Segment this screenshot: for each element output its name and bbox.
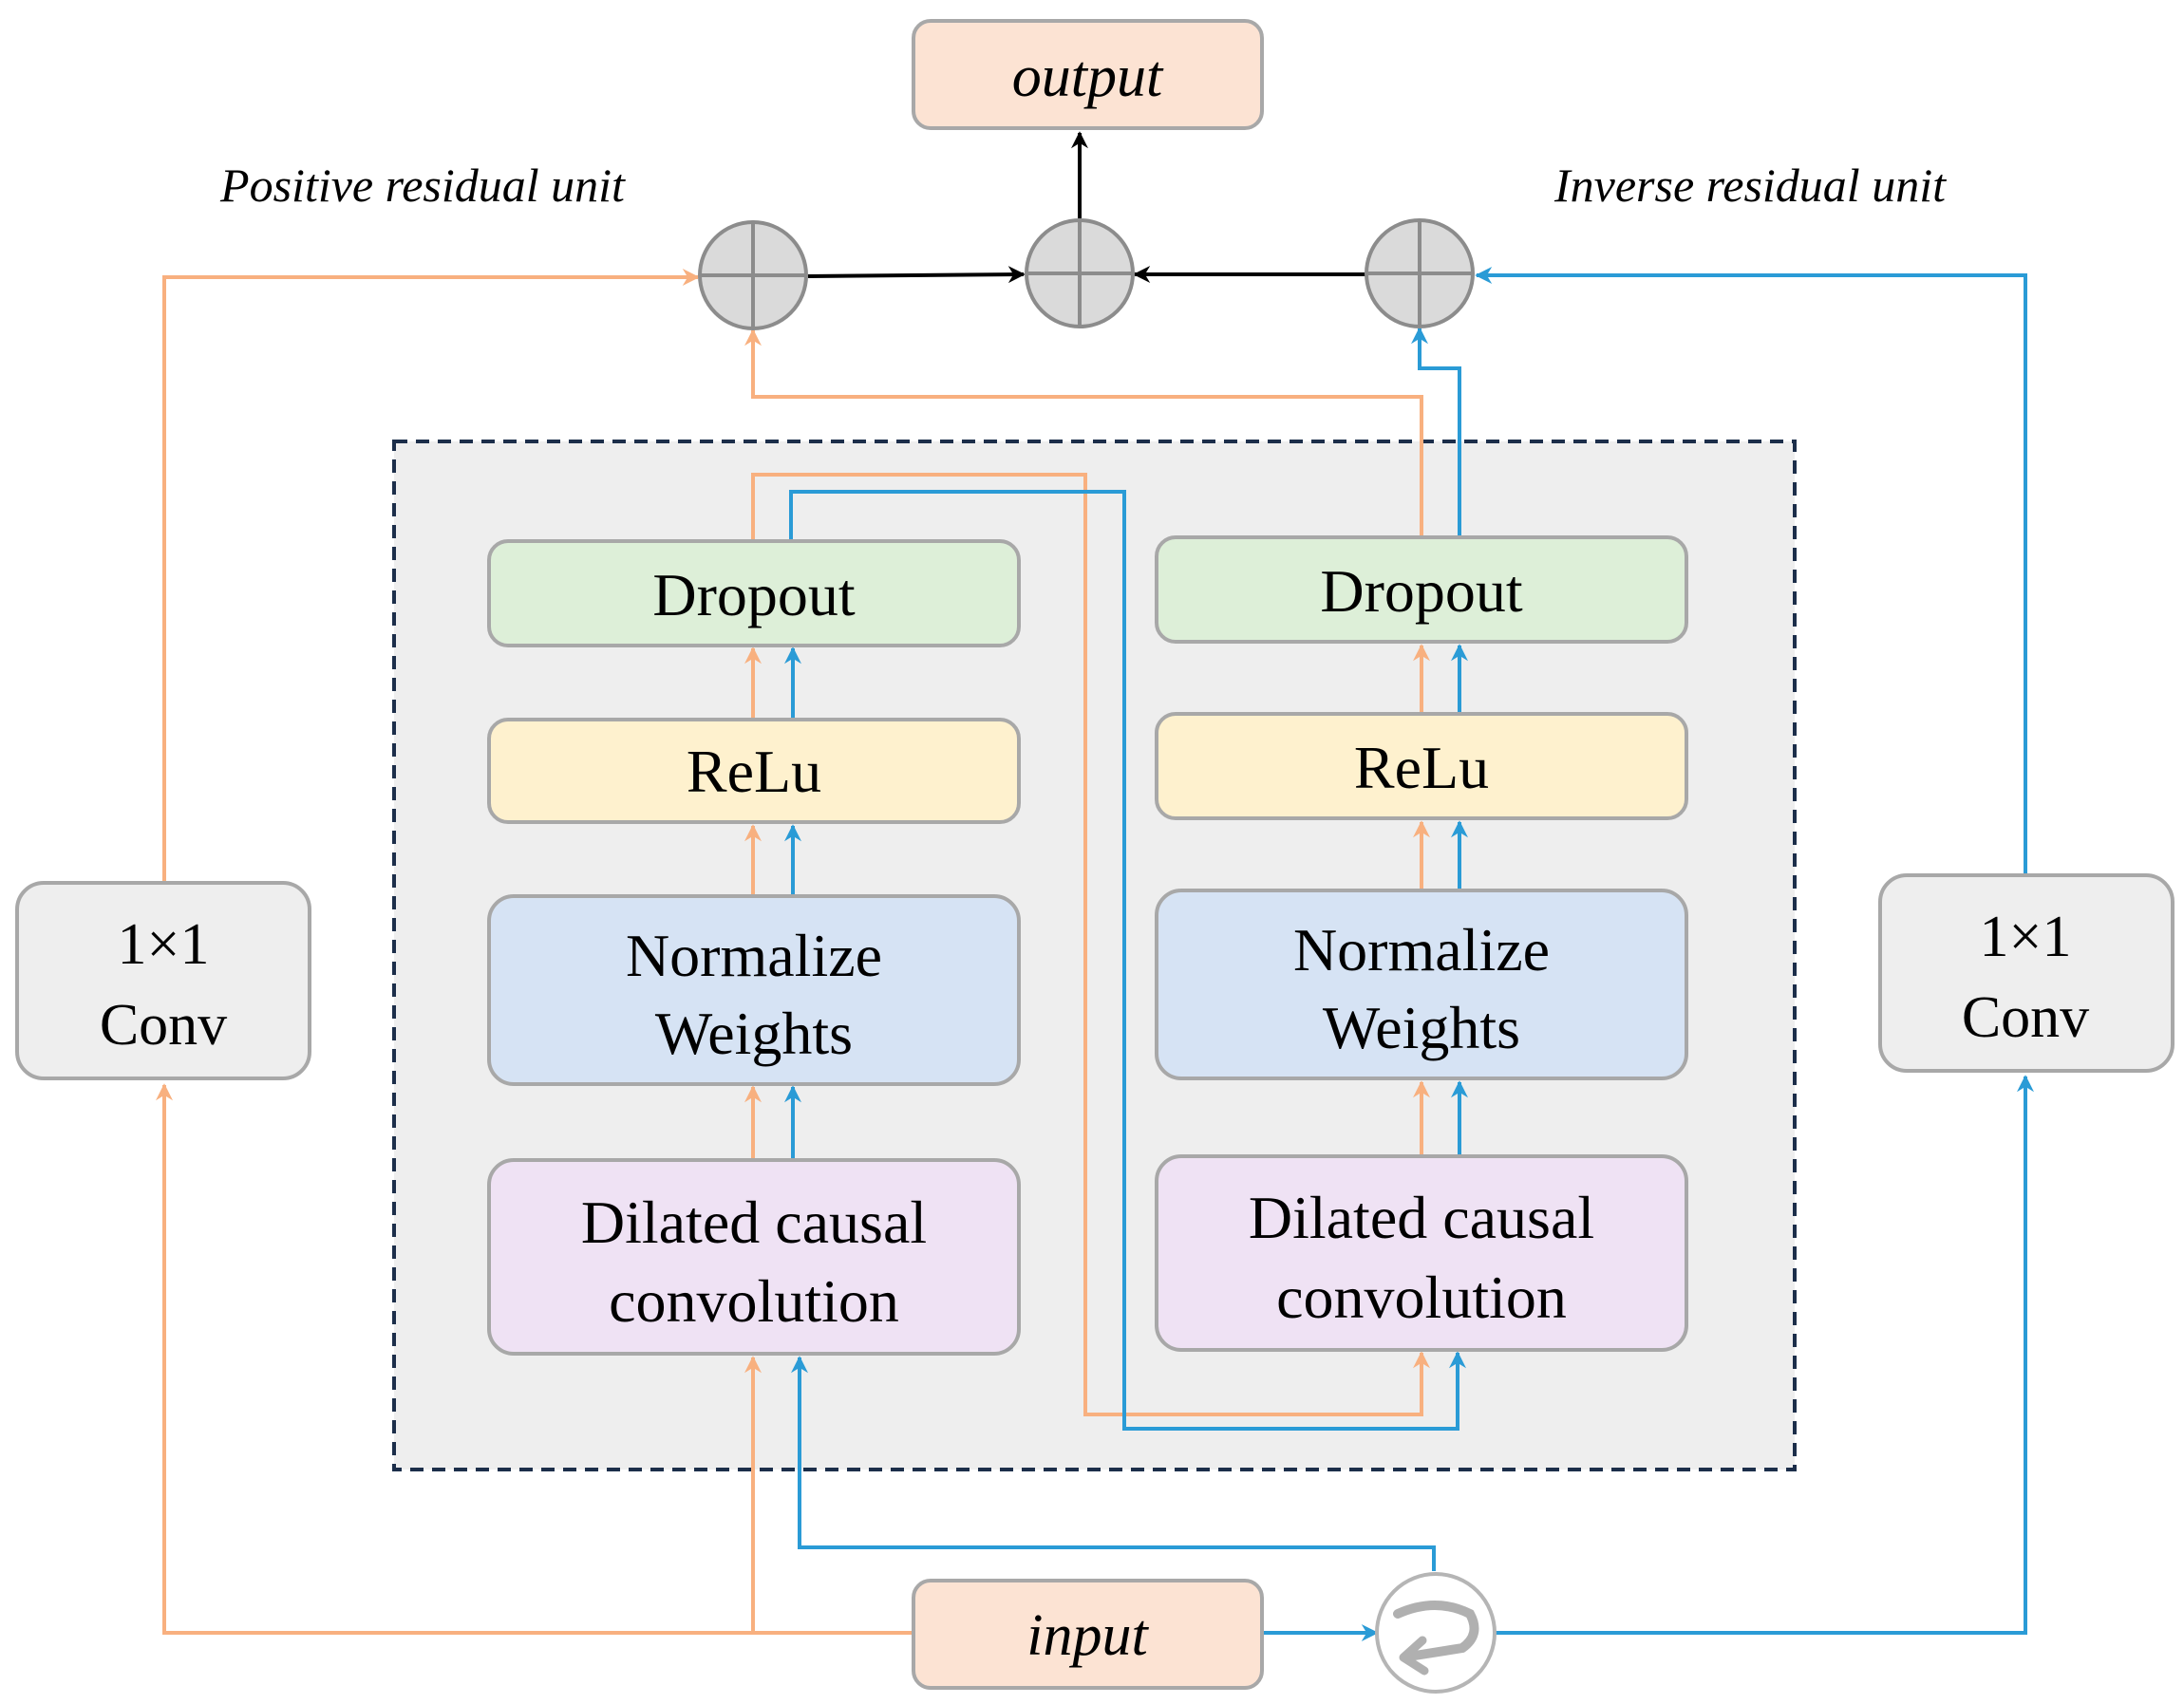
right-sum-node [1365, 218, 1475, 328]
right-dilated-label-line1: Dilated causal [1249, 1184, 1594, 1251]
left-dropout-box [487, 539, 1021, 647]
right-conv-label-line1: 1×1 [1980, 905, 2072, 969]
blue-path-left-dropout-to-right-dilated [789, 490, 1466, 1431]
blue-path-reverse-to-right-conv [1495, 1075, 2034, 1635]
blue-path-reverse-to-left-dilated [791, 1356, 1436, 1571]
left-conv-label-line1: 1×1 [118, 912, 210, 977]
right-dropout-label: Dropout [1320, 557, 1523, 625]
left-dilated-box [487, 1158, 1021, 1356]
left-sum-node [698, 220, 808, 330]
right-conv-box [1878, 873, 2175, 1073]
output-box [912, 19, 1264, 130]
reverse-node [1375, 1572, 1497, 1694]
right-normalize-label-line2: Weights [1323, 994, 1520, 1061]
left-conv-box [15, 881, 311, 1080]
right-conv-label-line2: Conv [1962, 985, 2089, 1050]
left-dropout-label: Dropout [652, 561, 856, 628]
blue-path-right-dropout-to-right-sum [1411, 327, 1461, 537]
input-label: input [1026, 1603, 1149, 1668]
orange-path-left-dropout-to-right-dilated [751, 473, 1430, 1416]
left-residual-stack: Dropout ReLu Normalize Weights Dilated c… [487, 539, 1021, 1356]
left-relu-box [487, 718, 1021, 824]
black-arrow-left-sum-to-center [807, 266, 1026, 284]
right-dropout-box [1155, 535, 1688, 644]
left-dilated-label-line2: convolution [609, 1267, 899, 1335]
orange-path-input-to-left-conv [156, 1083, 912, 1635]
blue-path-right-conv-to-sum [1475, 267, 2027, 875]
left-dilated-label-line1: Dilated causal [581, 1189, 927, 1256]
left-normalize-label-line1: Normalize [626, 922, 882, 989]
left-normalize-box [487, 894, 1021, 1086]
inverse-residual-unit-label: Inverse residual unit [1553, 159, 1947, 212]
orange-path-right-dropout-to-left-sum [744, 328, 1423, 537]
right-relu-box [1155, 712, 1688, 820]
input-box [912, 1579, 1264, 1690]
right-relu-label: ReLu [1354, 734, 1489, 801]
right-normalize-label-line1: Normalize [1293, 916, 1550, 983]
center-sum-node [1025, 218, 1135, 328]
right-dilated-box [1155, 1154, 1688, 1352]
output-label: output [1012, 45, 1164, 109]
right-normalize-box [1155, 889, 1688, 1080]
right-dilated-label-line2: convolution [1276, 1264, 1567, 1331]
positive-residual-unit-label: Positive residual unit [219, 159, 626, 212]
left-conv-label-line2: Conv [100, 993, 227, 1058]
orange-path-left-conv-to-sum [162, 269, 700, 883]
right-residual-stack: Dropout ReLu Normalize Weights Dilated c… [1155, 535, 1688, 1352]
left-relu-label: ReLu [687, 738, 821, 805]
left-normalize-label-line2: Weights [655, 1000, 853, 1067]
